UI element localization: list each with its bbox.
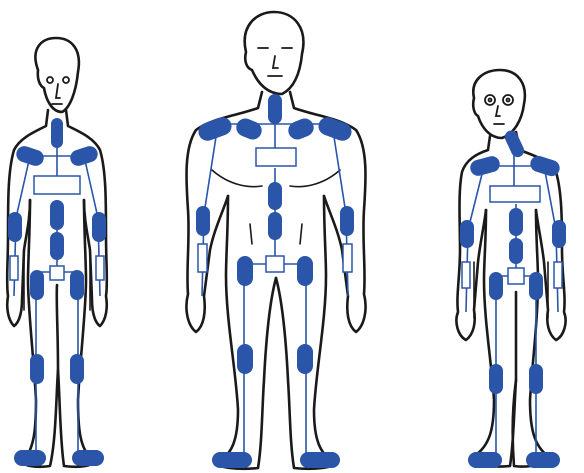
thigh-segment-right [297, 256, 313, 286]
pelvis-box [266, 256, 284, 272]
shin-segment-right [70, 354, 84, 384]
shin-segment-right [297, 344, 313, 374]
neck-segment [51, 118, 63, 148]
chest-box [256, 148, 296, 166]
thigh-segment-left [489, 272, 503, 300]
upper-arm-segment-right [552, 220, 566, 248]
foot-segment-left [468, 452, 502, 468]
thigh-segment-left [237, 256, 253, 286]
shin-segment-left [489, 364, 503, 394]
chest-box [490, 186, 540, 202]
neck-segment [503, 128, 527, 159]
figure-center [186, 12, 365, 469]
foot-segment-right [300, 452, 340, 468]
pelvis-box [50, 266, 64, 280]
shoulder-segment-right [68, 144, 100, 168]
forearm-box-left [198, 244, 207, 272]
upper-arm-segment-left [196, 206, 210, 236]
thigh-segment-right [529, 272, 543, 300]
figure-right [456, 70, 566, 468]
shin-segment-left [30, 354, 44, 384]
chest-box [34, 176, 80, 194]
foot-segment-right [526, 452, 560, 468]
spine-upper-segment [268, 182, 282, 210]
upper-arm-segment-left [8, 212, 22, 242]
spine-lower-segment [268, 212, 282, 240]
forearm-box-right [343, 244, 352, 272]
upper-arm-segment-right [92, 212, 106, 242]
spine-lower-segment [509, 238, 523, 264]
forearm-box-left [10, 256, 18, 280]
forearm-box-right [96, 256, 104, 280]
shin-segment-right [529, 364, 543, 394]
neck-segment [268, 94, 282, 124]
spine-upper-segment [509, 208, 523, 236]
figure-left [7, 38, 107, 467]
shoulder-segment-left [14, 144, 46, 168]
pelvis-box [508, 268, 524, 284]
figure-center-face [258, 48, 292, 76]
shoulder-segment-left-inner [234, 116, 265, 142]
upper-arm-segment-left [460, 220, 474, 248]
spine-lower-segment [50, 232, 64, 260]
figure-left-face [47, 77, 69, 104]
shoulder-segment-right-inner [286, 116, 317, 142]
shin-segment-left [237, 344, 253, 374]
upper-arm-segment-right [340, 206, 354, 236]
foot-segment-left [14, 450, 46, 466]
figure-right-face [485, 95, 513, 124]
foot-segment-right [72, 450, 104, 466]
thigh-segment-left [30, 270, 44, 300]
spine-upper-segment [50, 200, 64, 230]
foot-segment-left [212, 452, 252, 468]
forearm-box-left [462, 262, 470, 288]
forearm-box-right [554, 262, 562, 288]
thigh-segment-right [70, 270, 84, 300]
figure-center-outline [186, 12, 365, 469]
